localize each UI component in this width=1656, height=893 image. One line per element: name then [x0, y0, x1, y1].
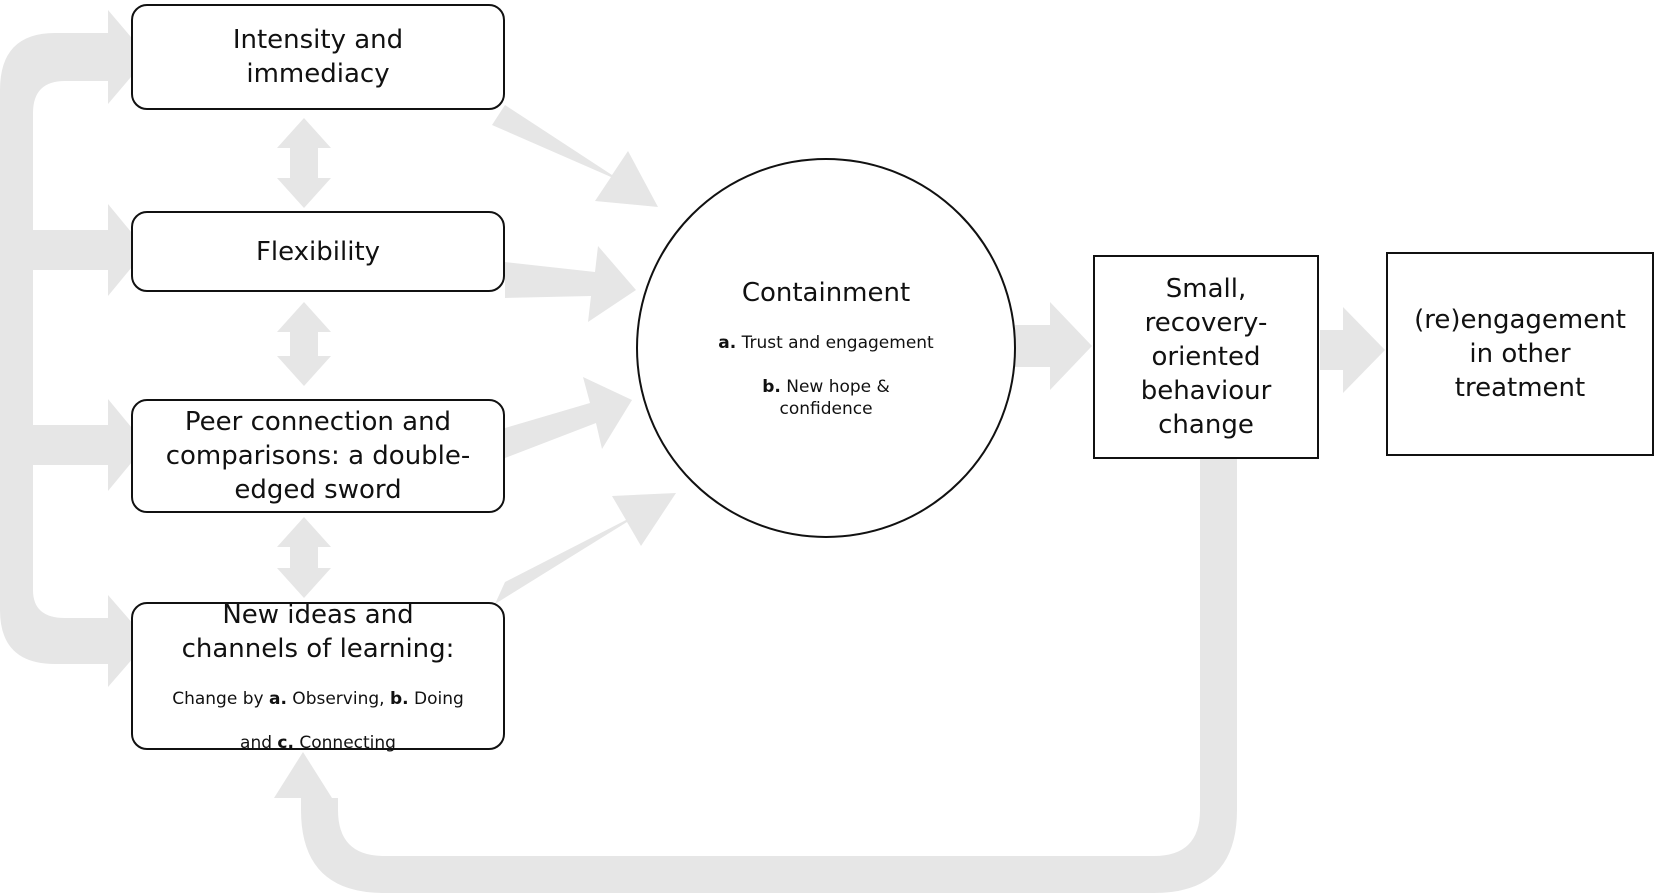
new-ideas-prefix: Change by	[172, 689, 269, 709]
double-arrow-3	[277, 517, 331, 598]
behaviour-change-box: Small, recovery- oriented behaviour chan…	[1093, 255, 1319, 459]
containment-a-marker: a.	[718, 333, 737, 353]
containment-circle: Containment a. Trust and engagement b. N…	[636, 158, 1016, 538]
new-ideas-line-2: and c. Connecting	[240, 710, 396, 754]
new-ideas-b-text: Doing	[408, 689, 464, 709]
containment-line-b: b. New hope &	[762, 354, 890, 398]
new-ideas-a-marker: a.	[268, 689, 287, 709]
arrow-peer-to-containment	[505, 377, 632, 458]
new-ideas-title: New ideas and channels of learning:	[181, 600, 455, 664]
containment-b-marker: b.	[762, 377, 781, 397]
behaviour-change-label: Small, recovery- oriented behaviour chan…	[1140, 274, 1272, 440]
left-bus-arrow	[0, 10, 148, 687]
intensity-immediacy-box: Intensity and immediacy	[131, 4, 505, 110]
new-ideas-c-marker: c.	[277, 733, 294, 753]
left-bus-branch-peer	[16, 399, 146, 491]
containment-a-text: Trust and engagement	[736, 333, 934, 353]
peer-connection-box: Peer connection and comparisons: a doubl…	[131, 399, 505, 513]
peer-connection-label: Peer connection and comparisons: a doubl…	[165, 407, 471, 505]
new-ideas-c-text: Connecting	[293, 733, 396, 753]
arrow-flexibility-to-containment	[505, 246, 636, 322]
arrow-intensity-to-containment	[492, 105, 658, 207]
containment-title: Containment	[741, 278, 911, 308]
intensity-immediacy-label: Intensity and immediacy	[232, 25, 404, 89]
left-bus-branch-flexibility	[16, 204, 146, 296]
double-arrow-2	[277, 302, 331, 386]
arrow-behaviour-to-reengagement	[1320, 307, 1385, 393]
new-ideas-a-text: Observing,	[286, 689, 390, 709]
flexibility-label: Flexibility	[255, 236, 381, 267]
arrow-containment-to-behaviour	[1015, 302, 1092, 390]
new-ideas-box: New ideas and channels of learning: Chan…	[131, 600, 505, 753]
double-arrow-1	[277, 118, 331, 208]
new-ideas-line-1: Change by a. Observing, b. Doing	[172, 666, 464, 710]
reengagement-label: (re)engagement in other treatment	[1414, 305, 1626, 403]
containment-b-text: New hope &	[780, 377, 890, 397]
new-ideas-b-marker: b.	[389, 689, 409, 709]
containment-line-b2: confidence	[779, 399, 873, 419]
new-ideas-prefix-2: and	[240, 733, 278, 753]
containment-line-a: a. Trust and engagement	[718, 310, 933, 354]
reengagement-box: (re)engagement in other treatment	[1386, 252, 1654, 456]
flexibility-box: Flexibility	[131, 211, 505, 292]
arrow-newideas-to-containment	[495, 493, 676, 604]
